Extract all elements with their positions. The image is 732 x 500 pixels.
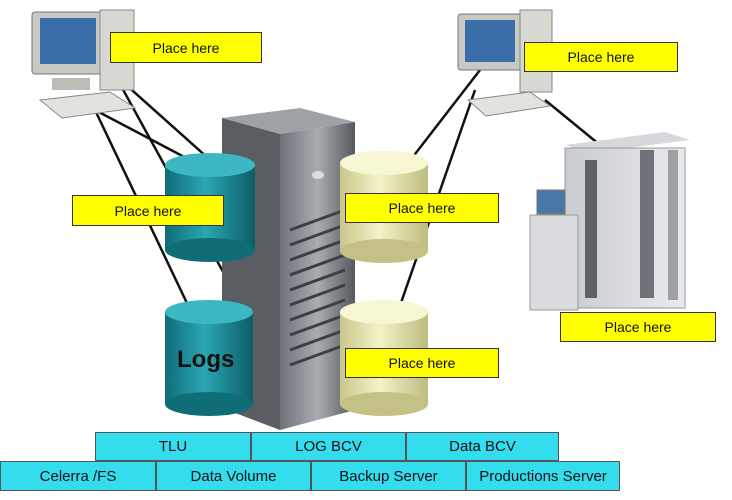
bar-top-item: TLU [95,432,251,461]
library-label: Place here [560,312,716,342]
disk-right-bottom-label: Place here [345,348,499,378]
disk-right-top-label: Place here [345,193,499,223]
disk-cylinder-icon [165,300,253,416]
tape-library-icon [529,132,690,311]
connector-line [94,108,191,162]
bar-top-item: Data BCV [406,432,559,461]
disk-left-top-label: Place here [72,195,224,226]
workstation-icon [31,9,137,119]
bar-bottom-item: Productions Server [466,461,620,491]
bar-bottom-item: Backup Server [311,461,466,491]
bar-bottom-item: Data Volume [156,461,311,491]
connector-line [544,99,601,146]
logs-disk-label: Logs [177,346,235,373]
workstation-right-label: Place here [524,42,678,72]
workstation-left-label: Place here [110,32,262,63]
bar-bottom-item: Celerra /FS [0,461,156,491]
bar-top-item: LOG BCV [251,432,406,461]
